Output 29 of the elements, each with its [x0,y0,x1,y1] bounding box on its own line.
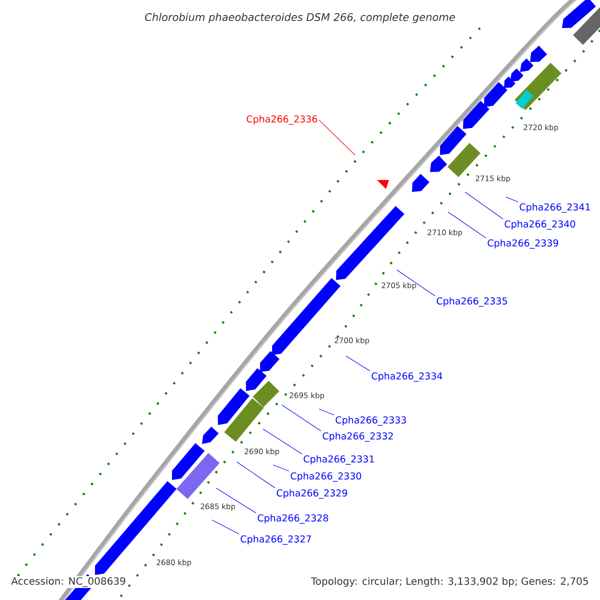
title: Chlorobium phaeobacteroides DSM 266, complete genome [145,12,455,24]
gene-label: Cpha266_2329 [276,489,348,499]
leader-line [464,192,504,220]
leader-line [272,464,290,472]
leader-line [396,270,436,296]
leader-line [318,120,356,156]
leader-line [448,212,486,238]
leader-line [212,520,240,534]
leader-line [282,404,322,432]
leader-line [236,462,276,488]
gene-label: Cpha266_2331 [304,455,374,465]
gene-label: Cpha266_2341 [520,203,590,213]
genome-info: Accession: NC_008639 [10,576,127,588]
gene-label: Cpha266_2339 [488,239,558,249]
gene-label: Cpha266_2334 [372,372,442,382]
gene-label: Cpha266_2340 [504,220,576,230]
leader-line [216,488,256,514]
gene-label: Cpha266_2335 [436,297,507,307]
gene-label: Cpha266_2336 [246,115,318,125]
gene-label: Cpha266_2327 [240,535,311,545]
gene-label: Cpha266_2333 [336,416,406,426]
leader-line [262,428,302,454]
leader-line [318,408,334,416]
gene-label: Cpha266_2332 [322,432,393,442]
leader-line [506,196,518,202]
gene-label: Cpha266_2330 [290,472,362,482]
genome-info: Topology: circular; Length: 3,133,902 bp; Genes: 2,705 [310,576,590,588]
leader-line [346,356,370,372]
gene-label: Cpha266_2328 [258,514,328,524]
